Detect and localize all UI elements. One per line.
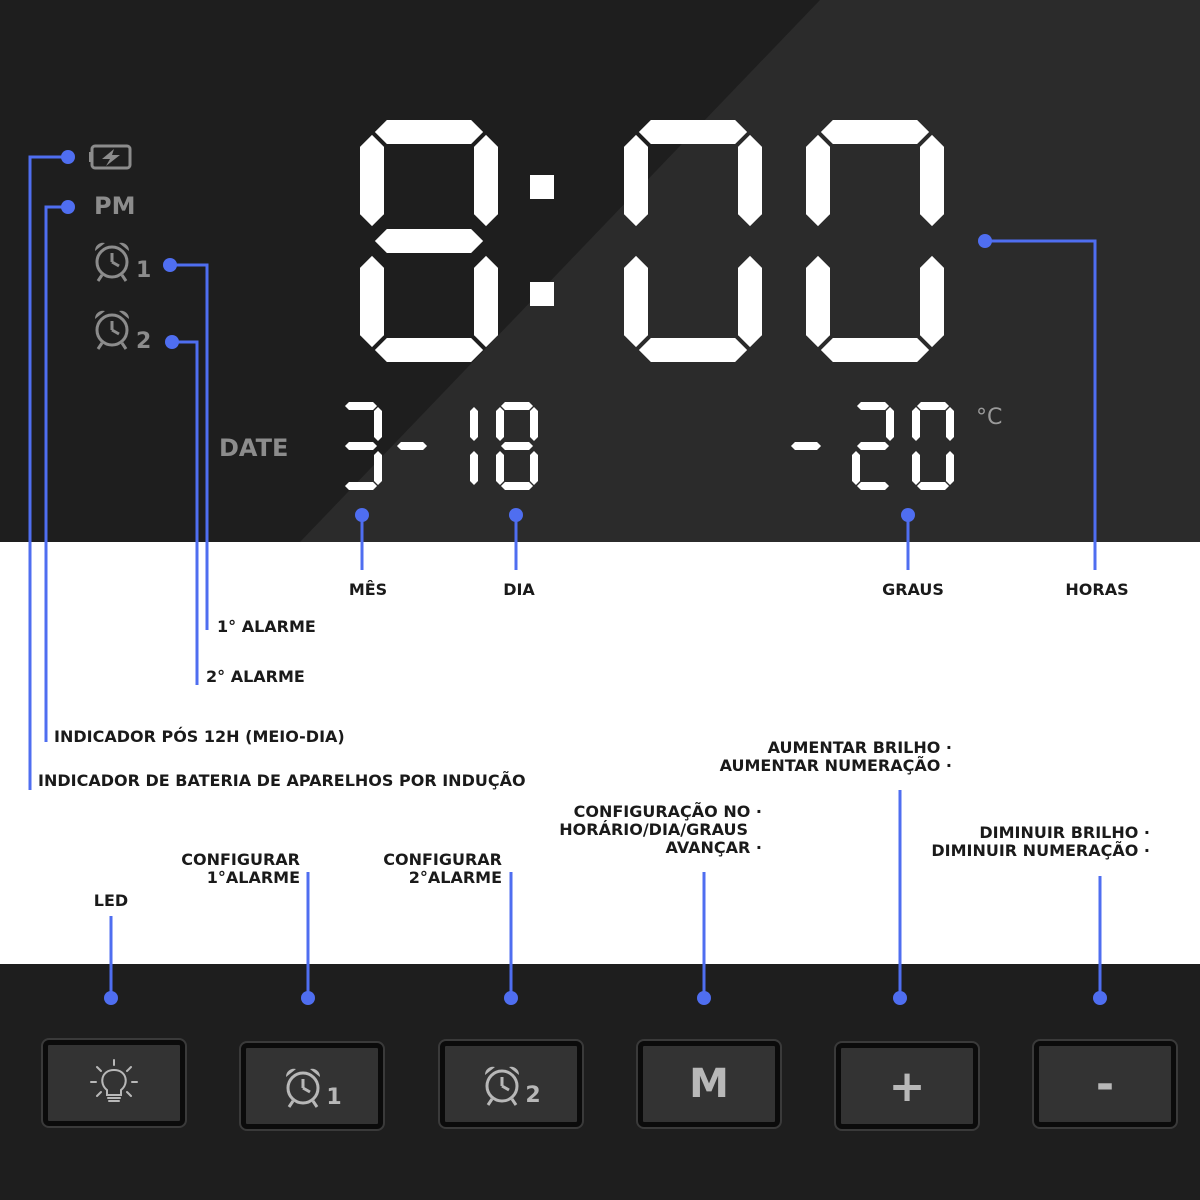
callout-lines [28,155,1102,998]
callout-dots [61,150,1107,1005]
mode-button-label: M [689,1061,729,1107]
label-minus-line2: DIMINUIR NUMERAÇÃO · [931,841,1150,860]
alarm1-button-number: 1 [326,1084,342,1110]
date-label: DATE [219,434,289,462]
date-day-ones-digit [496,402,538,490]
led-button[interactable] [43,1040,185,1126]
temperature-unit: °C [976,405,1003,430]
lightbulb-icon [90,1059,138,1102]
label-alarm1: 1° ALARME [217,617,316,636]
label-set-alarm1-line1: CONFIGURAR [181,850,300,869]
label-set-alarm2-line2: 2°ALARME [408,868,502,887]
time-hour-digit [360,120,498,362]
date-month-digit [344,402,382,490]
minus-button-label: - [1095,1058,1115,1110]
temperature-ones-digit [912,402,954,490]
plus-button-label: + [888,1060,926,1112]
callout-battery [28,155,68,790]
alarm2-button-number: 2 [525,1082,541,1108]
label-plus-line2: AUMENTAR NUMERAÇÃO · [719,756,952,775]
label-pm-indicator: INDICADOR PÓS 12H (MEIO-DIA) [54,727,345,746]
time-minute-ones-digit [806,120,944,362]
label-day: DIA [503,580,535,599]
temperature-display [790,402,954,490]
label-led: LED [93,891,129,910]
minus-button[interactable]: - [1034,1041,1176,1127]
alarm1-indicator-number: 1 [136,258,152,283]
alarm1-button[interactable]: 1 [241,1043,383,1129]
label-plus-line1: AUMENTAR BRILHO · [767,738,952,757]
time-display [360,120,944,362]
date-day-tens-digit [470,406,478,486]
pm-indicator: PM [94,192,136,220]
button-panel [0,964,1200,1200]
battery-indicator-icon [89,144,132,170]
alarm-clock-icon [286,1068,321,1108]
callout-hours [985,239,1097,570]
date-separator [396,442,428,450]
temperature-minus-sign [790,442,822,450]
temperature-tens-digit [852,402,894,490]
alarm2-indicator-icon [94,310,130,350]
alarm2-indicator-number: 2 [136,329,152,354]
time-minute-tens-digit [624,120,762,362]
alarm1-indicator-icon [94,242,130,282]
label-month: MÊS [348,580,388,599]
alarm2-button[interactable]: 2 [440,1041,582,1127]
legend-area [0,542,1200,964]
label-battery-indicator: INDICADOR DE BATERIA DE APARELHOS POR IN… [38,771,526,790]
label-set-alarm1-line2: 1°ALARME [206,868,300,887]
label-set-alarm2: CONFIGURAR 2°ALARME [383,851,502,887]
label-set-alarm1: CONFIGURAR 1°ALARME [181,851,300,887]
callout-alarm1 [170,263,209,630]
mode-button[interactable]: M [638,1041,780,1127]
label-minus: DIMINUIR BRILHO · DIMINUIR NUMERAÇÃO · [931,824,1150,860]
label-alarm2: 2° ALARME [206,667,305,686]
label-hours: HORAS [1065,580,1129,599]
label-mode: CONFIGURAÇÃO NO · HORÁRIO/DIA/GRAUS AVAN… [559,803,762,857]
plus-button[interactable]: + [836,1043,978,1129]
label-mode-line3: AVANÇAR · [665,838,762,857]
label-minus-line1: DIMINUIR BRILHO · [979,823,1150,842]
alarm-clock-icon [485,1066,520,1106]
label-degrees: GRAUS [882,580,944,599]
time-colon-top [530,175,554,199]
callout-pm [44,205,68,742]
time-colon-bottom [530,282,554,306]
label-mode-line2: HORÁRIO/DIA/GRAUS [559,820,748,839]
callout-alarm2 [172,340,199,685]
label-mode-line1: CONFIGURAÇÃO NO · [573,802,762,821]
date-display [344,402,538,490]
label-plus: AUMENTAR BRILHO · AUMENTAR NUMERAÇÃO · [720,739,952,775]
label-set-alarm2-line1: CONFIGURAR [383,850,502,869]
